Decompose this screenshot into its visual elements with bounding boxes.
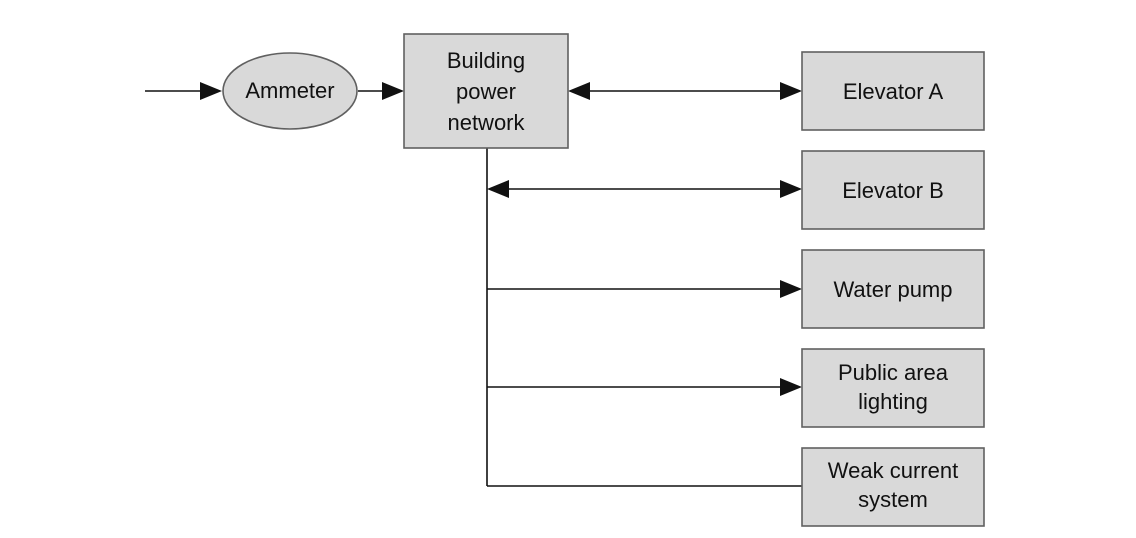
trunk-lighting-arrowhead	[780, 378, 802, 396]
trunk-elevator-b-arrowhead-right	[780, 180, 802, 198]
ammeter-to-network-arrowhead	[382, 82, 404, 100]
water-pump-label: Water pump	[833, 277, 952, 302]
network-elevator-a-arrowhead-right	[780, 82, 802, 100]
public-area-lighting-label-line2: lighting	[858, 389, 928, 414]
public-area-lighting-label-line1: Public area	[838, 360, 949, 385]
weak-current-system-label-line1: Weak current	[828, 458, 958, 483]
trunk-elevator-b-arrowhead-left	[487, 180, 509, 198]
edges	[145, 82, 802, 487]
elevator-b-box	[801, 150, 985, 230]
weak-current-system-label-line2: system	[858, 487, 928, 512]
elevator-a-label: Elevator A	[843, 79, 944, 104]
ammeter-ellipse	[222, 52, 358, 130]
elevator-b-node: Elevator B	[801, 150, 985, 230]
building-power-network-label-line3: network	[447, 110, 525, 135]
weak-current-system-box	[801, 447, 985, 527]
building-power-network-label-line2: power	[456, 79, 516, 104]
ammeter-node: Ammeter	[222, 52, 358, 130]
public-area-lighting-box	[801, 348, 985, 428]
ammeter-label: Ammeter	[245, 78, 334, 103]
public-area-lighting-node: Public area lighting	[801, 348, 985, 428]
elevator-a-box	[801, 51, 985, 131]
trunk-water-pump-arrowhead	[780, 280, 802, 298]
building-power-network-label-line1: Building	[447, 48, 525, 73]
building-power-network-node: Building power network	[403, 33, 569, 149]
elevator-a-node: Elevator A	[801, 51, 985, 131]
input-arrowhead	[200, 82, 222, 100]
building-power-network-box	[403, 33, 569, 149]
water-pump-box	[801, 249, 985, 329]
elevator-b-label: Elevator B	[842, 178, 944, 203]
network-elevator-a-arrowhead-left	[568, 82, 590, 100]
weak-current-system-node: Weak current system	[801, 447, 985, 527]
water-pump-node: Water pump	[801, 249, 985, 329]
